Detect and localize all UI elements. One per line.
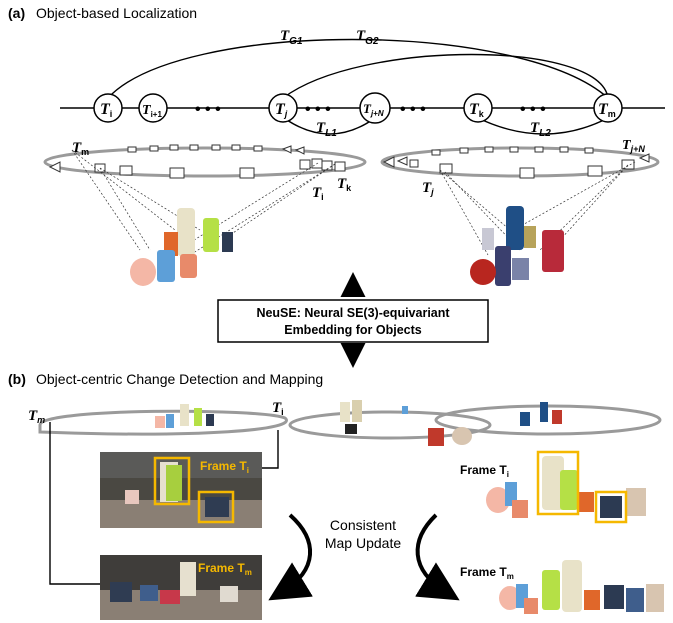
svg-text:Frame Tm: Frame Tm	[198, 561, 252, 577]
objects-tm-right	[499, 560, 664, 614]
traj-left-tm: Tm	[72, 140, 89, 157]
panel-a-letter: (a)	[8, 5, 25, 21]
panel-b-letter: (b)	[8, 371, 26, 387]
connector-ti	[262, 430, 279, 469]
neuse-box	[217, 299, 489, 343]
ellipsis-2: • • •	[305, 101, 331, 118]
svg-text:Tj: Tj	[275, 101, 288, 119]
ellipsis-1: • • •	[195, 101, 221, 118]
frame-tm-image: Frame Tm	[100, 555, 262, 620]
local-arc-l1	[283, 117, 376, 135]
global-arc-g2	[282, 53, 609, 99]
panel-b-title: Object-centric Change Detection and Mapp…	[36, 371, 323, 387]
traj-b-tm: Tm	[28, 408, 45, 425]
label-tg1: TG1	[280, 28, 303, 47]
curved-arrow-left	[268, 513, 313, 601]
pose-node-tj: Tj	[268, 93, 298, 123]
objects-ti-right	[486, 450, 646, 524]
label-tl2: TL2	[530, 120, 551, 139]
neuse-box-line1: NeuSE: Neural SE(3)-equivariant	[256, 306, 450, 320]
connector-tm	[49, 422, 100, 585]
svg-text:Ti: Ti	[100, 101, 112, 119]
svg-text:Ti+1: Ti+1	[142, 103, 162, 119]
traj-left-ti: Ti	[312, 185, 324, 202]
svg-text:Frame Ti: Frame Ti	[200, 459, 249, 475]
pose-node-tm: Tm	[593, 93, 623, 123]
consistent-label-1: Consistent	[330, 517, 396, 533]
object-cluster-right	[470, 206, 564, 286]
curved-arrow-right	[415, 513, 460, 601]
svg-text:Tk: Tk	[469, 101, 485, 119]
traj-left-tk: Tk	[337, 176, 352, 193]
view-lines-left	[71, 149, 336, 256]
traj-b-ti: Ti	[272, 400, 284, 417]
traj-right-tjn: Tj+N	[622, 138, 645, 154]
pose-node-tk: Tk	[463, 93, 493, 123]
svg-text:Tj+N: Tj+N	[363, 101, 384, 118]
pose-node-ti: Ti	[93, 93, 123, 123]
ellipsis-3: • • •	[400, 101, 426, 118]
mini-objects-b	[155, 400, 562, 446]
frame-ti-image: Frame Ti	[100, 452, 262, 528]
trajectory-left	[43, 146, 367, 178]
label-tl1: TL1	[316, 120, 337, 139]
global-arc-g1	[107, 38, 609, 99]
frame-ti-right-label: Frame Ti	[460, 463, 509, 479]
traj-right-tj: Tj	[422, 180, 434, 197]
panel-a-title: Object-based Localization	[36, 5, 197, 21]
local-arc-l2	[477, 117, 609, 135]
camera-frames-right	[382, 146, 650, 179]
neuse-box-line2: Embedding for Objects	[284, 323, 422, 337]
svg-text:Tm: Tm	[598, 101, 616, 119]
pose-node-ti1: Ti+1	[138, 93, 168, 123]
label-tg2: TG2	[356, 28, 379, 47]
consistent-label-2: Map Update	[325, 535, 401, 551]
frame-tm-right-label: Frame Tm	[460, 565, 514, 581]
ellipsis-4: • • •	[520, 101, 546, 118]
pose-node-tjn: Tj+N	[359, 92, 391, 124]
object-cluster-left	[130, 208, 233, 286]
